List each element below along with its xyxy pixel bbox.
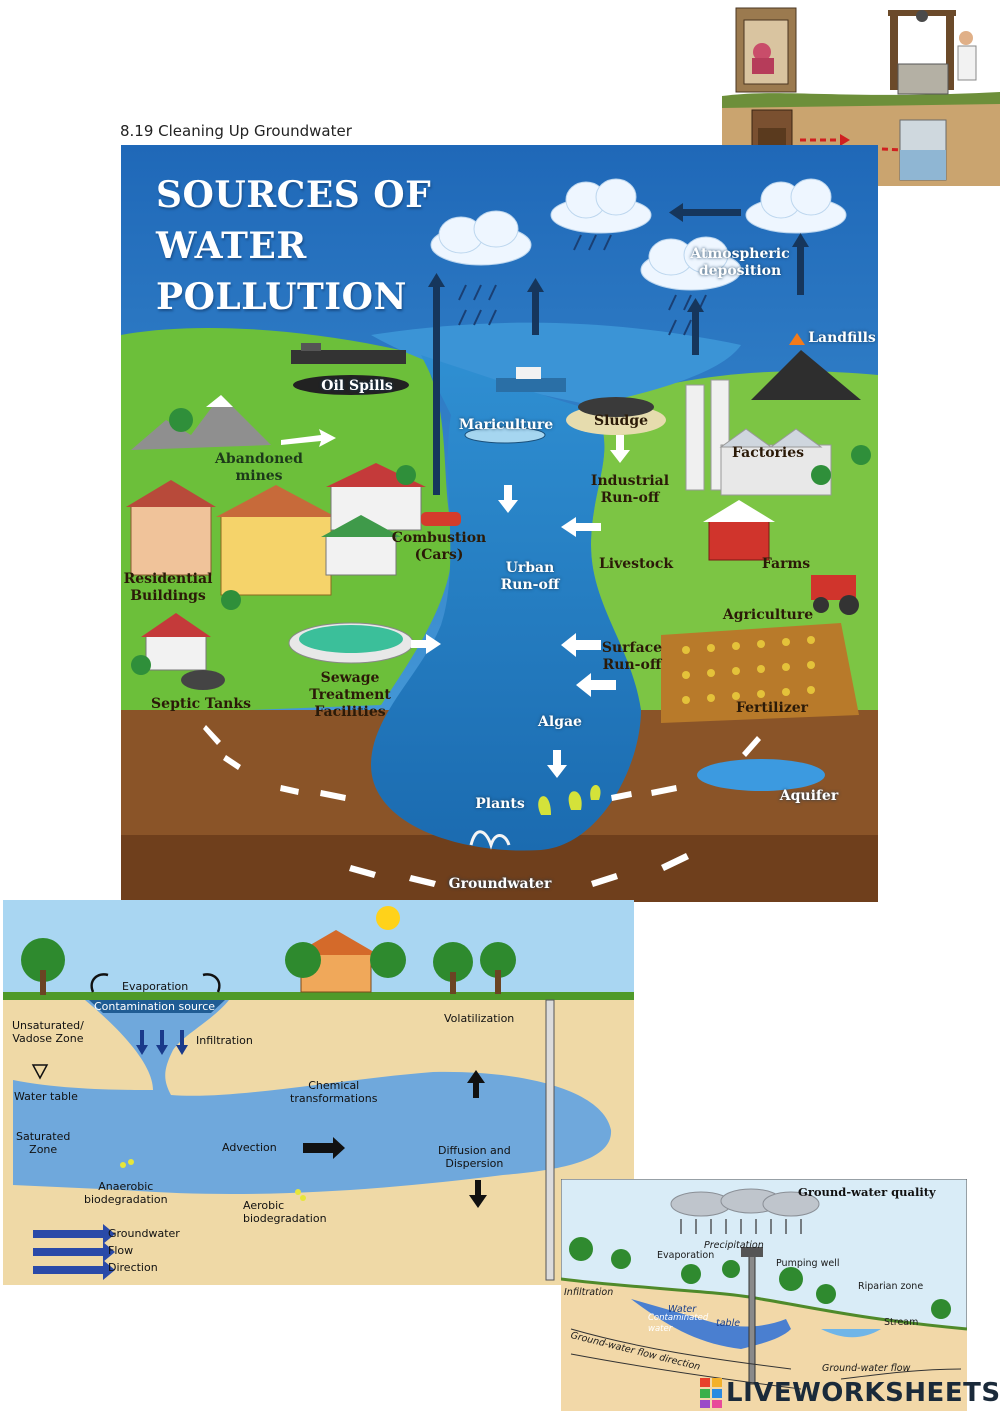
- infographic-title: SOURCES OF WATER POLLUTION: [156, 174, 432, 318]
- label-agriculture: Agriculture: [722, 607, 814, 623]
- label-riparian-zone: Riparian zone: [858, 1281, 924, 1292]
- label-residential-buildings: Residential Buildings: [123, 571, 213, 604]
- label-water: Water: [668, 1304, 697, 1315]
- groundwater-quality-diagram: .: [561, 1179, 967, 1411]
- label-groundwater-flow-q: Ground-water flow: [822, 1363, 911, 1374]
- label-combustion: Combustion (Cars): [391, 530, 487, 563]
- label-oil-spills: Oil Spills: [321, 378, 393, 394]
- label-anaerobic-biodegradation: Anaerobic biodegradation: [84, 1180, 168, 1206]
- liveworksheets-logo: LIVEWORKSHEETS: [700, 1377, 1000, 1409]
- label-q-evaporation: Evaporation: [657, 1250, 715, 1261]
- latrine-well-illustration: [722, 0, 1000, 186]
- label-contamination-source: Contamination source: [94, 1000, 216, 1013]
- label-farms: Farms: [761, 556, 811, 572]
- label-volatilization: Volatilization: [444, 1012, 515, 1025]
- label-pumping-well: Pumping well: [776, 1258, 840, 1269]
- label-contaminated-water: Contaminated water: [648, 1313, 709, 1334]
- water-pollution-infographic: [121, 145, 878, 902]
- label-urban-runoff: Urban Run-off: [500, 560, 560, 593]
- label-plants: Plants: [475, 796, 525, 812]
- label-water-table: Water table: [14, 1090, 78, 1103]
- label-livestock: Livestock: [598, 556, 674, 572]
- label-evaporation: Evaporation: [122, 980, 189, 993]
- label-q-infiltration: Infiltration: [564, 1287, 614, 1298]
- label-saturated-zone: Saturated Zone: [16, 1130, 71, 1156]
- label-sludge: Sludge: [593, 413, 649, 429]
- label-mariculture: Mariculture: [458, 417, 554, 433]
- label-algae: Algae: [538, 714, 582, 730]
- label-fertilizer: Fertilizer: [735, 700, 809, 716]
- label-septic-tanks: Septic Tanks: [151, 696, 251, 712]
- liveworksheets-logo-text: LIVEWORKSHEETS: [726, 1378, 1000, 1408]
- label-infiltration: Infiltration: [196, 1034, 253, 1047]
- label-industrial-runoff: Industrial Run-off: [590, 473, 670, 506]
- label-advection: Advection: [222, 1141, 277, 1154]
- label-chemical-transformations: Chemical transformations: [290, 1079, 378, 1105]
- groundwater-contamination-diagram: [3, 900, 634, 1285]
- label-landfills: Landfills: [808, 330, 876, 346]
- label-factories: Factories: [731, 445, 805, 461]
- label-groundwater-flow-direction: Groundwater Flow Direction: [108, 1227, 180, 1274]
- label-groundwater: Groundwater: [448, 876, 552, 892]
- quality-diagram-title: Ground-water quality: [798, 1185, 936, 1199]
- label-unsaturated-zone: Unsaturated/ Vadose Zone: [12, 1019, 84, 1045]
- label-aerobic-biodegradation: Aerobic biodegradation: [243, 1199, 327, 1225]
- label-precipitation: Precipitation: [704, 1240, 764, 1251]
- label-surface-runoff: Surface Run-off: [601, 640, 663, 673]
- label-abandoned-mines: Abandoned mines: [215, 451, 303, 484]
- label-atmospheric-deposition: Atmospheric deposition: [690, 246, 790, 279]
- label-stream: Stream: [884, 1317, 919, 1328]
- label-aquifer: Aquifer: [779, 788, 839, 804]
- liveworksheets-logo-icon: [700, 1378, 722, 1408]
- page-heading: 8.19 Cleaning Up Groundwater: [120, 122, 352, 140]
- label-diffusion-dispersion: Diffusion and Dispersion: [438, 1144, 511, 1170]
- label-sewage-treatment: Sewage Treatment Facilities: [309, 670, 391, 720]
- label-table: table: [716, 1318, 741, 1329]
